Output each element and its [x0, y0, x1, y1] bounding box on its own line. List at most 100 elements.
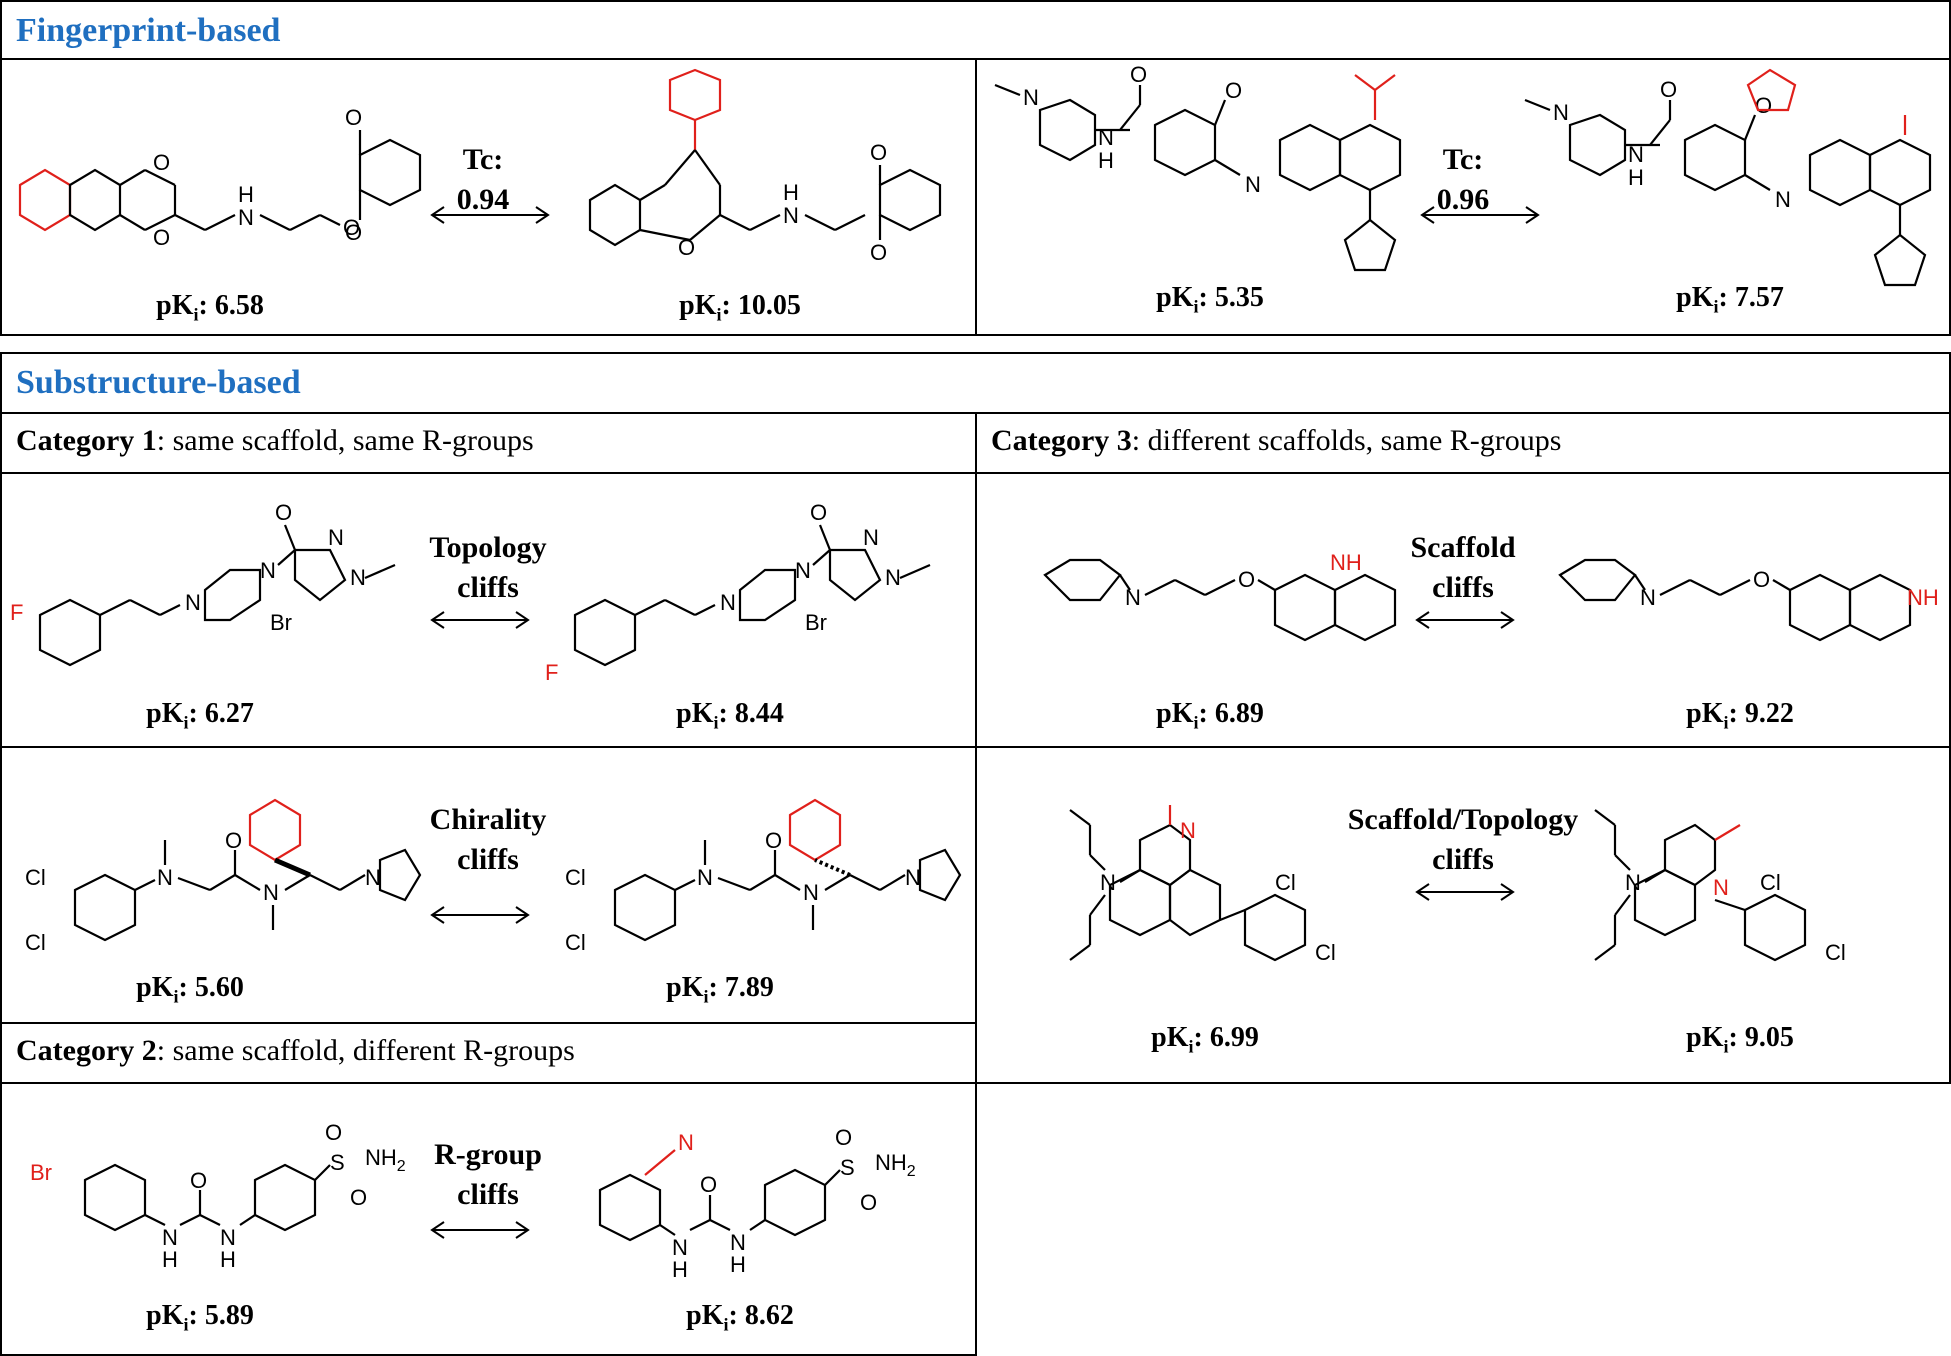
atom-n: N	[795, 558, 811, 583]
atom-n: N	[1775, 187, 1791, 212]
atom-h: H	[783, 180, 799, 205]
atom-o: O	[345, 220, 362, 245]
atom-f: F	[10, 600, 23, 625]
atom-cl: Cl	[25, 930, 46, 955]
atom-f: F	[545, 660, 558, 685]
arrow-scaffold-topology	[1415, 883, 1515, 901]
atom-h: H	[672, 1257, 688, 1282]
atom-br: Br	[805, 610, 827, 635]
fingerprint-panel-right	[975, 58, 1951, 336]
atom-h: H	[162, 1247, 178, 1272]
pki-scaffold-topology-right: pKi: 9.05	[1686, 1022, 1794, 1057]
atom-n: N	[1023, 85, 1039, 110]
molecule-scaffold-right: N O NH	[1558, 558, 1939, 642]
pki-chirality-right: pKi: 7.89	[666, 972, 774, 1007]
pki-topology-right: pKi: 8.44	[676, 698, 784, 733]
atom-s: S	[840, 1155, 855, 1180]
arrow-fp2	[1420, 206, 1540, 224]
atom-o: O	[700, 1172, 717, 1197]
atom-cl: Cl	[25, 865, 46, 890]
rgroup-panel	[0, 1082, 977, 1356]
molecule-scaffold-topology-right: N N Cl Cl	[1594, 809, 1846, 965]
pki-rgroup-right: pKi: 8.62	[686, 1300, 794, 1335]
atom-o: O	[225, 828, 242, 853]
atom-nh2: NH2	[875, 1150, 916, 1180]
pki-chirality-left: pKi: 5.60	[136, 972, 244, 1007]
pki-scaffold-right: pKi: 9.22	[1686, 698, 1794, 733]
atom-n: N	[863, 525, 879, 550]
atom-o: O	[765, 828, 782, 853]
atom-n: N	[720, 590, 736, 615]
atom-n: N	[1713, 875, 1729, 900]
atom-o: O	[343, 215, 360, 240]
atom-n: N	[1125, 585, 1141, 610]
atom-n: N	[1625, 870, 1641, 895]
molecule-fp2-left: N N H O O N	[994, 62, 1402, 272]
atom-o: O	[153, 225, 170, 250]
atom-n: N	[157, 865, 173, 890]
atom-cl: Cl	[1275, 870, 1296, 895]
atom-o: O	[860, 1190, 877, 1215]
atom-br: Br	[30, 1160, 52, 1185]
atom-br: Br	[270, 610, 292, 635]
atom-n: N	[1640, 585, 1656, 610]
atom-n: N	[1180, 818, 1196, 843]
pki-scaffold-left: pKi: 6.89	[1156, 698, 1264, 733]
molecule-chirality-right: Cl Cl N O N N	[565, 798, 962, 955]
atom-n: N	[697, 865, 713, 890]
atom-o: O	[275, 500, 292, 525]
atom-o: O	[810, 500, 827, 525]
atom-cl: Cl	[1315, 940, 1336, 965]
atom-n: N	[678, 1130, 694, 1155]
pki-fp1-right: pKi: 10.05	[679, 290, 801, 325]
category1-label: Category 1: same scaffold, same R-groups	[16, 424, 534, 457]
atom-cl: Cl	[1760, 870, 1781, 895]
pki-scaffold-topology-left: pKi: 6.99	[1151, 1022, 1259, 1057]
molecule-rgroup-right: N N H O N H S O O NH2	[598, 1125, 916, 1282]
arrow-scaffold	[1415, 611, 1515, 629]
atom-o: O	[835, 1125, 852, 1150]
atom-n: N	[162, 1225, 178, 1250]
pki-fp2-right: pKi: 7.57	[1676, 282, 1784, 317]
atom-o: O	[1225, 78, 1242, 103]
atom-n: N	[220, 1225, 236, 1250]
atom-h: H	[1098, 148, 1114, 173]
atom-h: H	[730, 1252, 746, 1277]
atom-n: N	[905, 865, 921, 890]
arrow-fp1	[430, 206, 550, 224]
atom-n: N	[1245, 172, 1261, 197]
atom-nh: NH	[1907, 585, 1939, 610]
molecule-scaffold-topology-left: N N Cl Cl	[1069, 805, 1336, 965]
substructure-heading: Substructure-based	[16, 364, 301, 401]
atom-o: O	[870, 240, 887, 265]
fingerprint-header-box	[0, 0, 1951, 60]
fingerprint-heading: Fingerprint-based	[16, 12, 281, 49]
atom-h: H	[1628, 165, 1644, 190]
atom-n: N	[328, 525, 344, 550]
category3-label: Category 3: different scaffolds, same R-…	[991, 424, 1562, 457]
atom-n: N	[365, 865, 381, 890]
molecule-fp1-left-ring: O O	[345, 105, 422, 245]
atom-o: O	[190, 1168, 207, 1193]
atom-o: O	[678, 235, 695, 260]
atom-n: N	[185, 590, 201, 615]
atom-n: N	[1553, 100, 1569, 125]
arrow-chirality	[430, 906, 530, 924]
atom-s: S	[330, 1150, 345, 1175]
molecule-topology-right: F N N O N N Br	[545, 500, 931, 685]
label-fp1: Tc:0.94	[456, 143, 510, 216]
pki-fp2-left: pKi: 5.35	[1156, 282, 1264, 317]
atom-o: O	[1130, 62, 1147, 87]
atom-n: N	[260, 558, 276, 583]
atom-o: O	[870, 140, 887, 165]
atom-n: N	[672, 1235, 688, 1260]
atom-o: O	[1755, 93, 1772, 118]
molecule-scaffold-left: N O NH	[1043, 550, 1397, 642]
atom-n: N	[730, 1230, 746, 1255]
scaffold-topology-panel	[975, 746, 1951, 1084]
atom-cl: Cl	[565, 930, 586, 955]
atom-nh: NH	[1330, 550, 1362, 575]
